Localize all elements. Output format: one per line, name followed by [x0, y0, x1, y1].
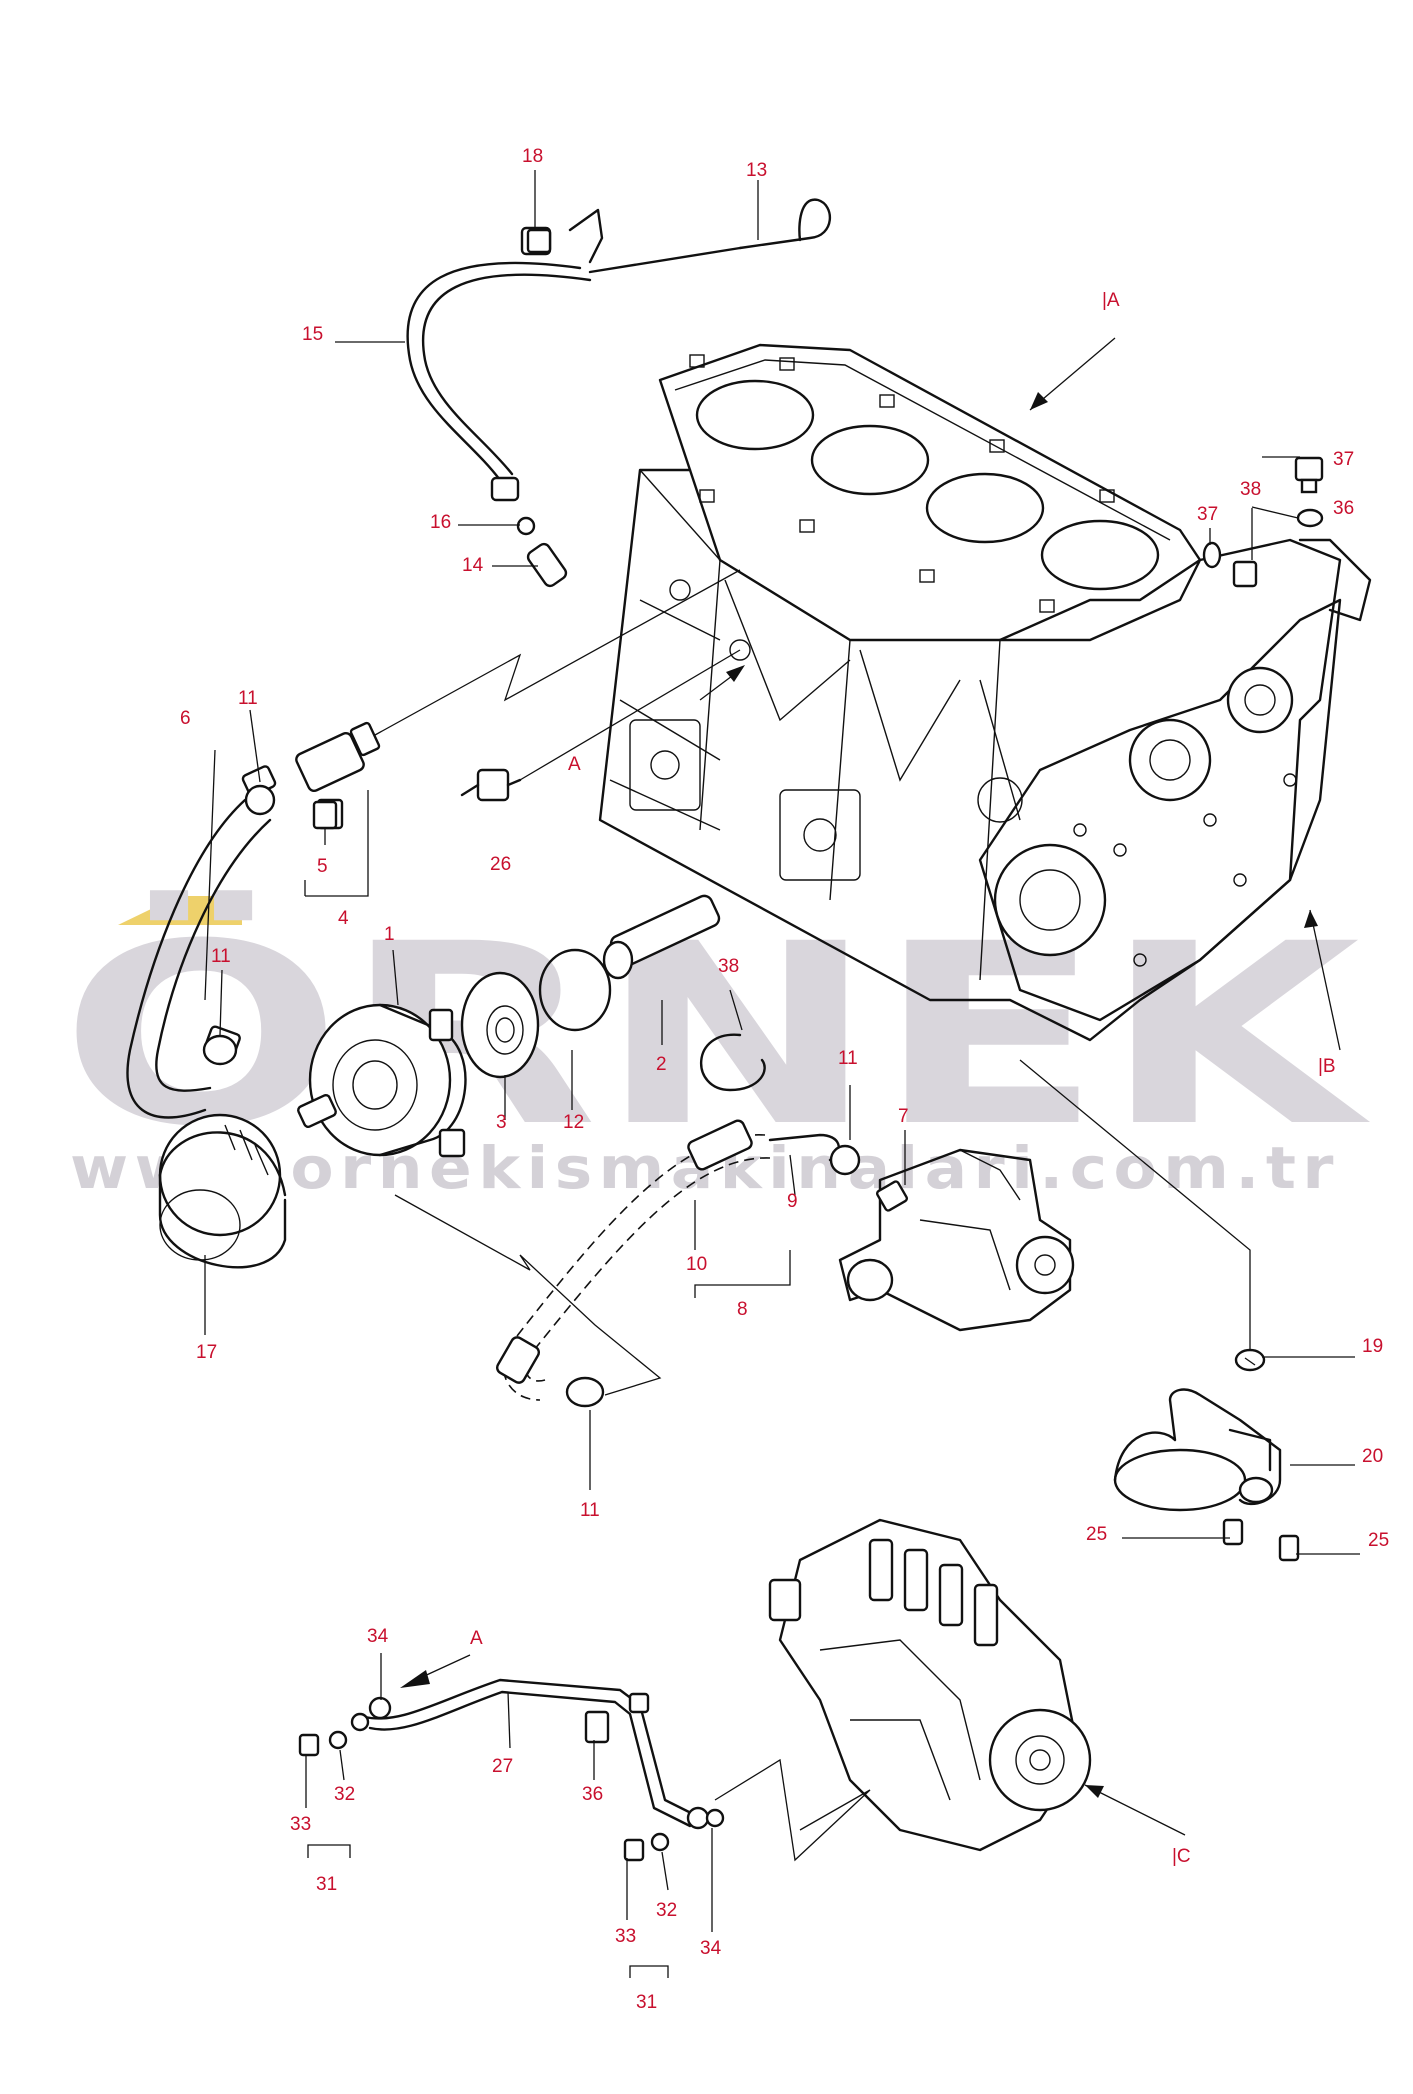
callout-6: 6: [180, 708, 191, 729]
callout-4: 4: [338, 908, 349, 929]
callout-33-right: 33: [615, 1926, 636, 1947]
oil-filter-18: [158, 1113, 287, 1269]
callout-32-right: 32: [656, 1900, 677, 1921]
callout-15: 15: [302, 324, 323, 345]
callout-a-upper: A: [568, 754, 581, 775]
oil-pressure-switch: [460, 649, 741, 802]
callout-25-right: 25: [1368, 1530, 1389, 1551]
callout-25-left: 25: [1086, 1524, 1107, 1545]
oil-pipe-27: [298, 1678, 725, 1862]
callout-11-a: 11: [238, 688, 258, 709]
bolt-37-lower: [1232, 560, 1258, 588]
cylinder-block: [598, 343, 1372, 1042]
oil-strainer: [1019, 1059, 1300, 1562]
water-pump: [838, 1148, 1075, 1332]
callout-1: 1: [384, 924, 395, 945]
callout-35: 36: [582, 1784, 603, 1805]
callout-2: 2: [656, 1054, 667, 1075]
hose-clip-11-c: [829, 1144, 861, 1176]
bolt-37-upper: [1294, 456, 1324, 494]
leader-lines: [204, 170, 1360, 1978]
callout-31-left: 31: [316, 1874, 337, 1895]
callout-19: 19: [1362, 1336, 1383, 1357]
callout-17: 18: [522, 146, 543, 167]
callout-32-left: 32: [334, 1784, 355, 1805]
view-ref-b: |B: [1318, 1056, 1336, 1077]
hose-clip-11-d: [565, 1376, 605, 1408]
callout-38: 38: [718, 956, 739, 977]
bolt-5: [312, 800, 338, 830]
tube-2: [602, 894, 721, 980]
view-reference-labels: |A |B |C: [1102, 290, 1336, 1867]
callout-34-upper: 34: [367, 1626, 389, 1647]
washer-36-lower: [1202, 541, 1222, 569]
hose-clip-11-a: [202, 1034, 238, 1066]
callout-a-lower: A: [470, 1628, 483, 1649]
callout-16: 16: [430, 512, 451, 533]
callout-26: 26: [490, 854, 511, 875]
callout-37-lower: 38: [1240, 479, 1261, 500]
oil-cooler: [297, 1003, 467, 1158]
watermark-accent-chevron: [118, 896, 242, 925]
callout-14: 14: [462, 555, 484, 576]
callout-11-b: 11: [211, 946, 231, 967]
callout-27: 27: [492, 1756, 513, 1777]
clip-38: [699, 1033, 766, 1092]
callout-36-lower: 37: [1197, 504, 1218, 525]
callout-36-upper: 36: [1333, 498, 1354, 519]
callout-33-left: 33: [290, 1814, 311, 1835]
view-ref-c: |C: [1172, 1846, 1191, 1867]
callout-37-upper: 37: [1333, 449, 1354, 470]
callout-12: 12: [563, 1112, 584, 1133]
callout-9: 9: [787, 1191, 798, 1212]
callout-3: 3: [496, 1112, 507, 1133]
callout-5: 5: [317, 856, 328, 877]
callout-11-c: 11: [838, 1048, 858, 1069]
callout-labels: 18 13 15 16 14 37 36 37 38 6 11 5 4 26 A…: [180, 146, 1389, 2013]
callout-11-d: 11: [580, 1500, 600, 1521]
callout-10: 10: [686, 1254, 707, 1275]
view-arrows: [400, 337, 1341, 1836]
hose-clip-11-b: [244, 784, 276, 816]
callout-34-lower: 34: [700, 1938, 722, 1959]
o-ring-12: [538, 948, 612, 1032]
washer-36-upper: [1296, 508, 1324, 528]
callout-8: 8: [737, 1299, 748, 1320]
callout-13: 13: [746, 160, 767, 181]
callout-18: 17: [196, 1342, 217, 1363]
callout-31-right: 31: [636, 1992, 657, 2013]
callout-20: 20: [1362, 1446, 1383, 1467]
fitting-4: [295, 569, 741, 830]
view-ref-a: |A: [1102, 290, 1120, 311]
adapter-3: [460, 971, 540, 1079]
callout-7: 7: [898, 1106, 909, 1127]
injection-pump: [714, 1518, 1092, 1862]
bolt-17: [526, 228, 552, 254]
